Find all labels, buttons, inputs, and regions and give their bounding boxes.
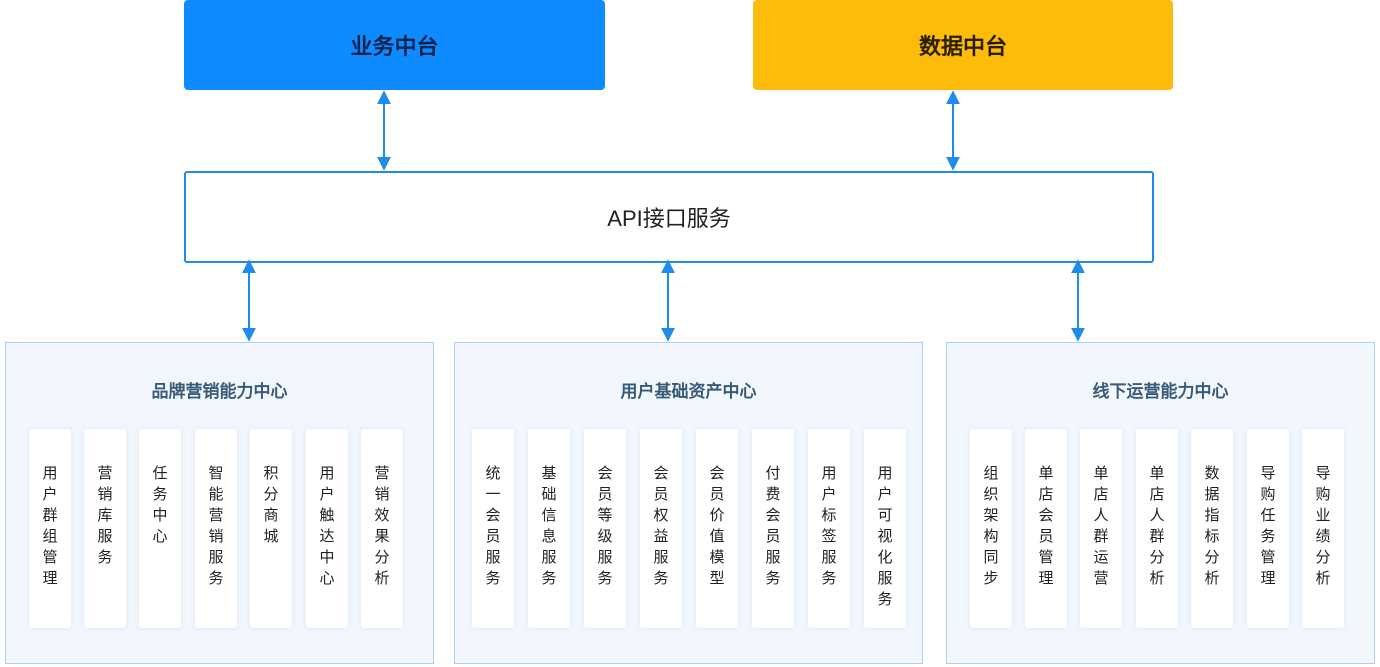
service-card-label: 组织架构同步 <box>983 464 999 587</box>
service-card-label: 营销效果分析 <box>374 464 390 587</box>
service-card-label: 单店会员管理 <box>1038 464 1054 587</box>
service-card: 单店人群运营 <box>1080 429 1122 628</box>
service-card: 用户标签服务 <box>808 429 850 628</box>
service-card-label: 任务中心 <box>152 464 168 545</box>
service-card: 单店人群分析 <box>1136 429 1178 628</box>
service-card: 积分商城 <box>250 429 292 628</box>
service-card: 智能营销服务 <box>195 429 237 628</box>
service-card: 任务中心 <box>139 429 181 628</box>
service-card-label: 数据指标分析 <box>1204 464 1220 587</box>
service-card: 会员等级服务 <box>584 429 626 628</box>
service-card-label: 统一会员服务 <box>485 464 501 587</box>
service-card: 统一会员服务 <box>472 429 514 628</box>
panel-brand-marketing: 品牌营销能力中心 用户群组管理 营销库服务 任务中心 智能营销服务 积分商城 用… <box>5 342 434 664</box>
service-card-label: 智能营销服务 <box>208 464 224 587</box>
service-card-label: 营销库服务 <box>97 464 113 566</box>
service-card-label: 用户触达中心 <box>319 464 335 587</box>
service-card: 基础信息服务 <box>528 429 570 628</box>
service-card-label: 会员等级服务 <box>597 464 613 587</box>
service-card-label: 导购任务管理 <box>1260 464 1276 587</box>
service-card: 用户群组管理 <box>29 429 71 628</box>
service-card-label: 会员价值模型 <box>709 464 725 587</box>
service-card: 营销效果分析 <box>361 429 403 628</box>
panel-user-assets: 用户基础资产中心 统一会员服务 基础信息服务 会员等级服务 会员权益服务 会员价… <box>454 342 923 664</box>
service-card-label: 用户可视化服务 <box>877 464 893 608</box>
service-card: 用户触达中心 <box>306 429 348 628</box>
business-platform-box: 业务中台 <box>184 0 605 90</box>
service-card-label: 用户标签服务 <box>821 464 837 587</box>
service-card-label: 单店人群运营 <box>1093 464 1109 587</box>
service-card: 付费会员服务 <box>752 429 794 628</box>
service-card: 会员价值模型 <box>696 429 738 628</box>
service-card-label: 基础信息服务 <box>541 464 557 587</box>
service-card: 数据指标分析 <box>1191 429 1233 628</box>
service-card: 用户可视化服务 <box>864 429 906 628</box>
api-service-label: API接口服务 <box>607 206 731 231</box>
panel-offline-operations: 线下运营能力中心 组织架构同步 单店会员管理 单店人群运营 单店人群分析 数据指… <box>946 342 1375 664</box>
service-card-label: 会员权益服务 <box>653 464 669 587</box>
api-service-box: API接口服务 <box>184 171 1154 263</box>
service-card-label: 付费会员服务 <box>765 464 781 587</box>
service-card-label: 积分商城 <box>263 464 279 545</box>
panel-title: 品牌营销能力中心 <box>151 382 288 402</box>
service-card: 会员权益服务 <box>640 429 682 628</box>
service-card-label: 导购业绩分析 <box>1315 464 1331 587</box>
data-platform-label: 数据中台 <box>918 35 1007 60</box>
service-card: 导购任务管理 <box>1247 429 1289 628</box>
panel-title: 用户基础资产中心 <box>620 382 757 402</box>
service-card: 营销库服务 <box>84 429 126 628</box>
service-card: 导购业绩分析 <box>1302 429 1344 628</box>
data-platform-box: 数据中台 <box>753 0 1173 90</box>
service-card: 单店会员管理 <box>1025 429 1067 628</box>
business-platform-label: 业务中台 <box>350 35 439 60</box>
service-card-label: 用户群组管理 <box>42 464 58 587</box>
service-card: 组织架构同步 <box>970 429 1012 628</box>
service-card-label: 单店人群分析 <box>1149 464 1165 587</box>
panel-title: 线下运营能力中心 <box>1092 382 1229 402</box>
